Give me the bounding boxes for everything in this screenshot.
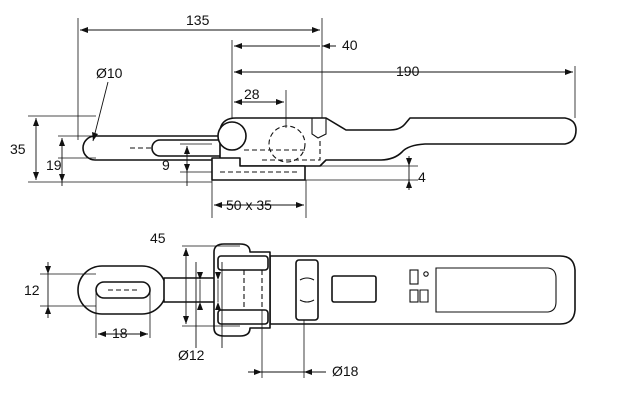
- lever-notch: [311, 118, 327, 139]
- top-extension-lines: [40, 245, 305, 378]
- pin-housing-detail: [299, 277, 315, 303]
- pin-housing: [295, 259, 319, 321]
- dim-135: 135: [186, 12, 210, 28]
- clevis-jaw-top: [217, 255, 269, 271]
- dim-35-height: 35: [10, 141, 26, 157]
- top-view: 45 12 18 Ø12 Ø18: [24, 230, 576, 379]
- top-arrowheads: [45, 248, 312, 375]
- hook-pivot-hidden: [268, 125, 306, 163]
- dim-hole-dia-10: Ø10: [96, 65, 123, 81]
- dim-pin-dia-18: Ø18: [332, 363, 359, 379]
- dim-rod-dia-12: Ø12: [178, 347, 205, 363]
- lever-grip-inner: [435, 267, 557, 313]
- manufacturer-logo: [409, 269, 429, 303]
- clevis-jaw-bottom: [217, 309, 269, 325]
- dim-45: 45: [150, 230, 166, 246]
- lever-window: [331, 275, 377, 303]
- dim-18-slot: 18: [112, 325, 128, 341]
- eye-loop-slot: [95, 281, 151, 299]
- lever-body-side: [219, 117, 577, 167]
- side-arrowheads: [33, 27, 573, 208]
- dim-40: 40: [342, 37, 358, 53]
- side-extension-lines: [28, 18, 576, 218]
- dim-9: 9: [162, 157, 170, 173]
- clevis-hidden-lines: [243, 270, 263, 310]
- pivot-boss-side: [217, 121, 247, 151]
- dim-190: 190: [396, 63, 420, 79]
- top-dimension-lines: [47, 248, 326, 373]
- dim-19: 19: [46, 157, 62, 173]
- dim-50x35: 50 x 35: [226, 197, 272, 213]
- dim-4: 4: [418, 169, 426, 185]
- side-view: 135 40 190 28 Ø10 35 19 9 4 50 x 35: [10, 12, 577, 218]
- dim-12-slot: 12: [24, 282, 40, 298]
- dim-28: 28: [244, 86, 260, 102]
- hook-hidden-outline: [244, 140, 321, 161]
